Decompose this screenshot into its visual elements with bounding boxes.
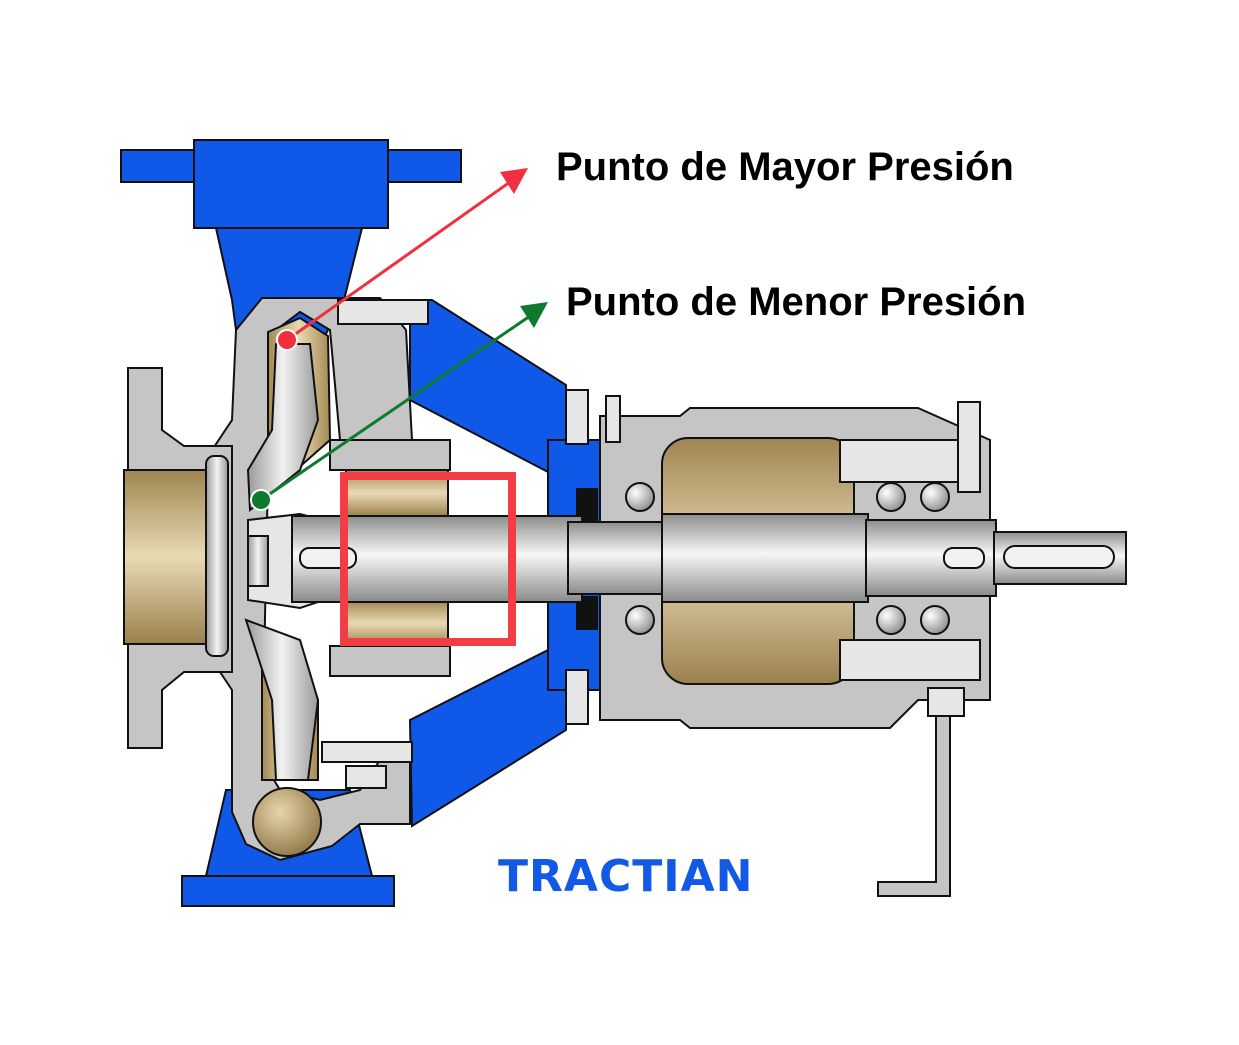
low-pressure-point — [250, 489, 272, 511]
shaft-seal-section — [567, 521, 665, 595]
bearing-ball — [625, 605, 655, 635]
shaft-bearing-section — [661, 513, 869, 603]
bearing-ball — [625, 482, 655, 512]
bearing-ball — [920, 605, 950, 635]
high-pressure-label: Punto de Mayor Presión — [556, 145, 1014, 189]
impeller-vane-bottom — [244, 618, 320, 781]
high-pressure-point — [276, 329, 298, 351]
suction-inlet — [123, 469, 215, 645]
mechanical-seal-top — [576, 488, 598, 522]
mechanical-seal-bottom — [576, 596, 598, 630]
low-pressure-arrow-head — [520, 302, 548, 328]
low-pressure-label: Punto de Menor Presión — [566, 280, 1027, 324]
low-pressure-arrow-line — [260, 314, 531, 502]
base-flange — [181, 875, 395, 907]
bracket-stud-top — [565, 389, 589, 445]
bearing-ball — [920, 482, 950, 512]
shaft — [291, 513, 1127, 603]
discharge-nozzle-top — [193, 139, 389, 229]
volute-outlet — [252, 787, 322, 857]
bearing-ball — [876, 482, 906, 512]
seal-housing — [321, 299, 598, 789]
low-pressure-arrow — [250, 302, 548, 511]
stuffing-box-top — [329, 439, 451, 471]
bearings — [625, 482, 950, 635]
high-pressure-arrow-line — [286, 180, 511, 342]
stuffing-box-bottom — [329, 645, 451, 677]
bracket-stud-bottom — [565, 669, 589, 725]
high-pressure-arrow — [276, 168, 528, 351]
brand-logo: TRACTIAN — [498, 851, 754, 902]
impeller — [244, 316, 332, 857]
end-cover-top — [839, 439, 981, 483]
shaft-key-coupling — [943, 547, 985, 569]
gland-nut-bottom — [345, 765, 387, 789]
pressure-zone-highlight — [340, 472, 516, 646]
end-cover-bottom — [839, 639, 981, 681]
high-pressure-arrow-head — [500, 168, 528, 194]
oil-plug — [605, 395, 621, 443]
impeller-nut — [247, 535, 269, 587]
shaft-drive-end — [865, 519, 997, 597]
gland-bolt-top — [337, 299, 429, 325]
drain-pipe — [877, 703, 951, 897]
gland-bolt-bottom — [321, 741, 413, 763]
vent-plug — [957, 401, 981, 493]
wear-ring — [205, 455, 229, 657]
bearing-ball — [876, 605, 906, 635]
drain-fitting — [927, 687, 965, 717]
shaft-keyway — [1003, 545, 1115, 569]
